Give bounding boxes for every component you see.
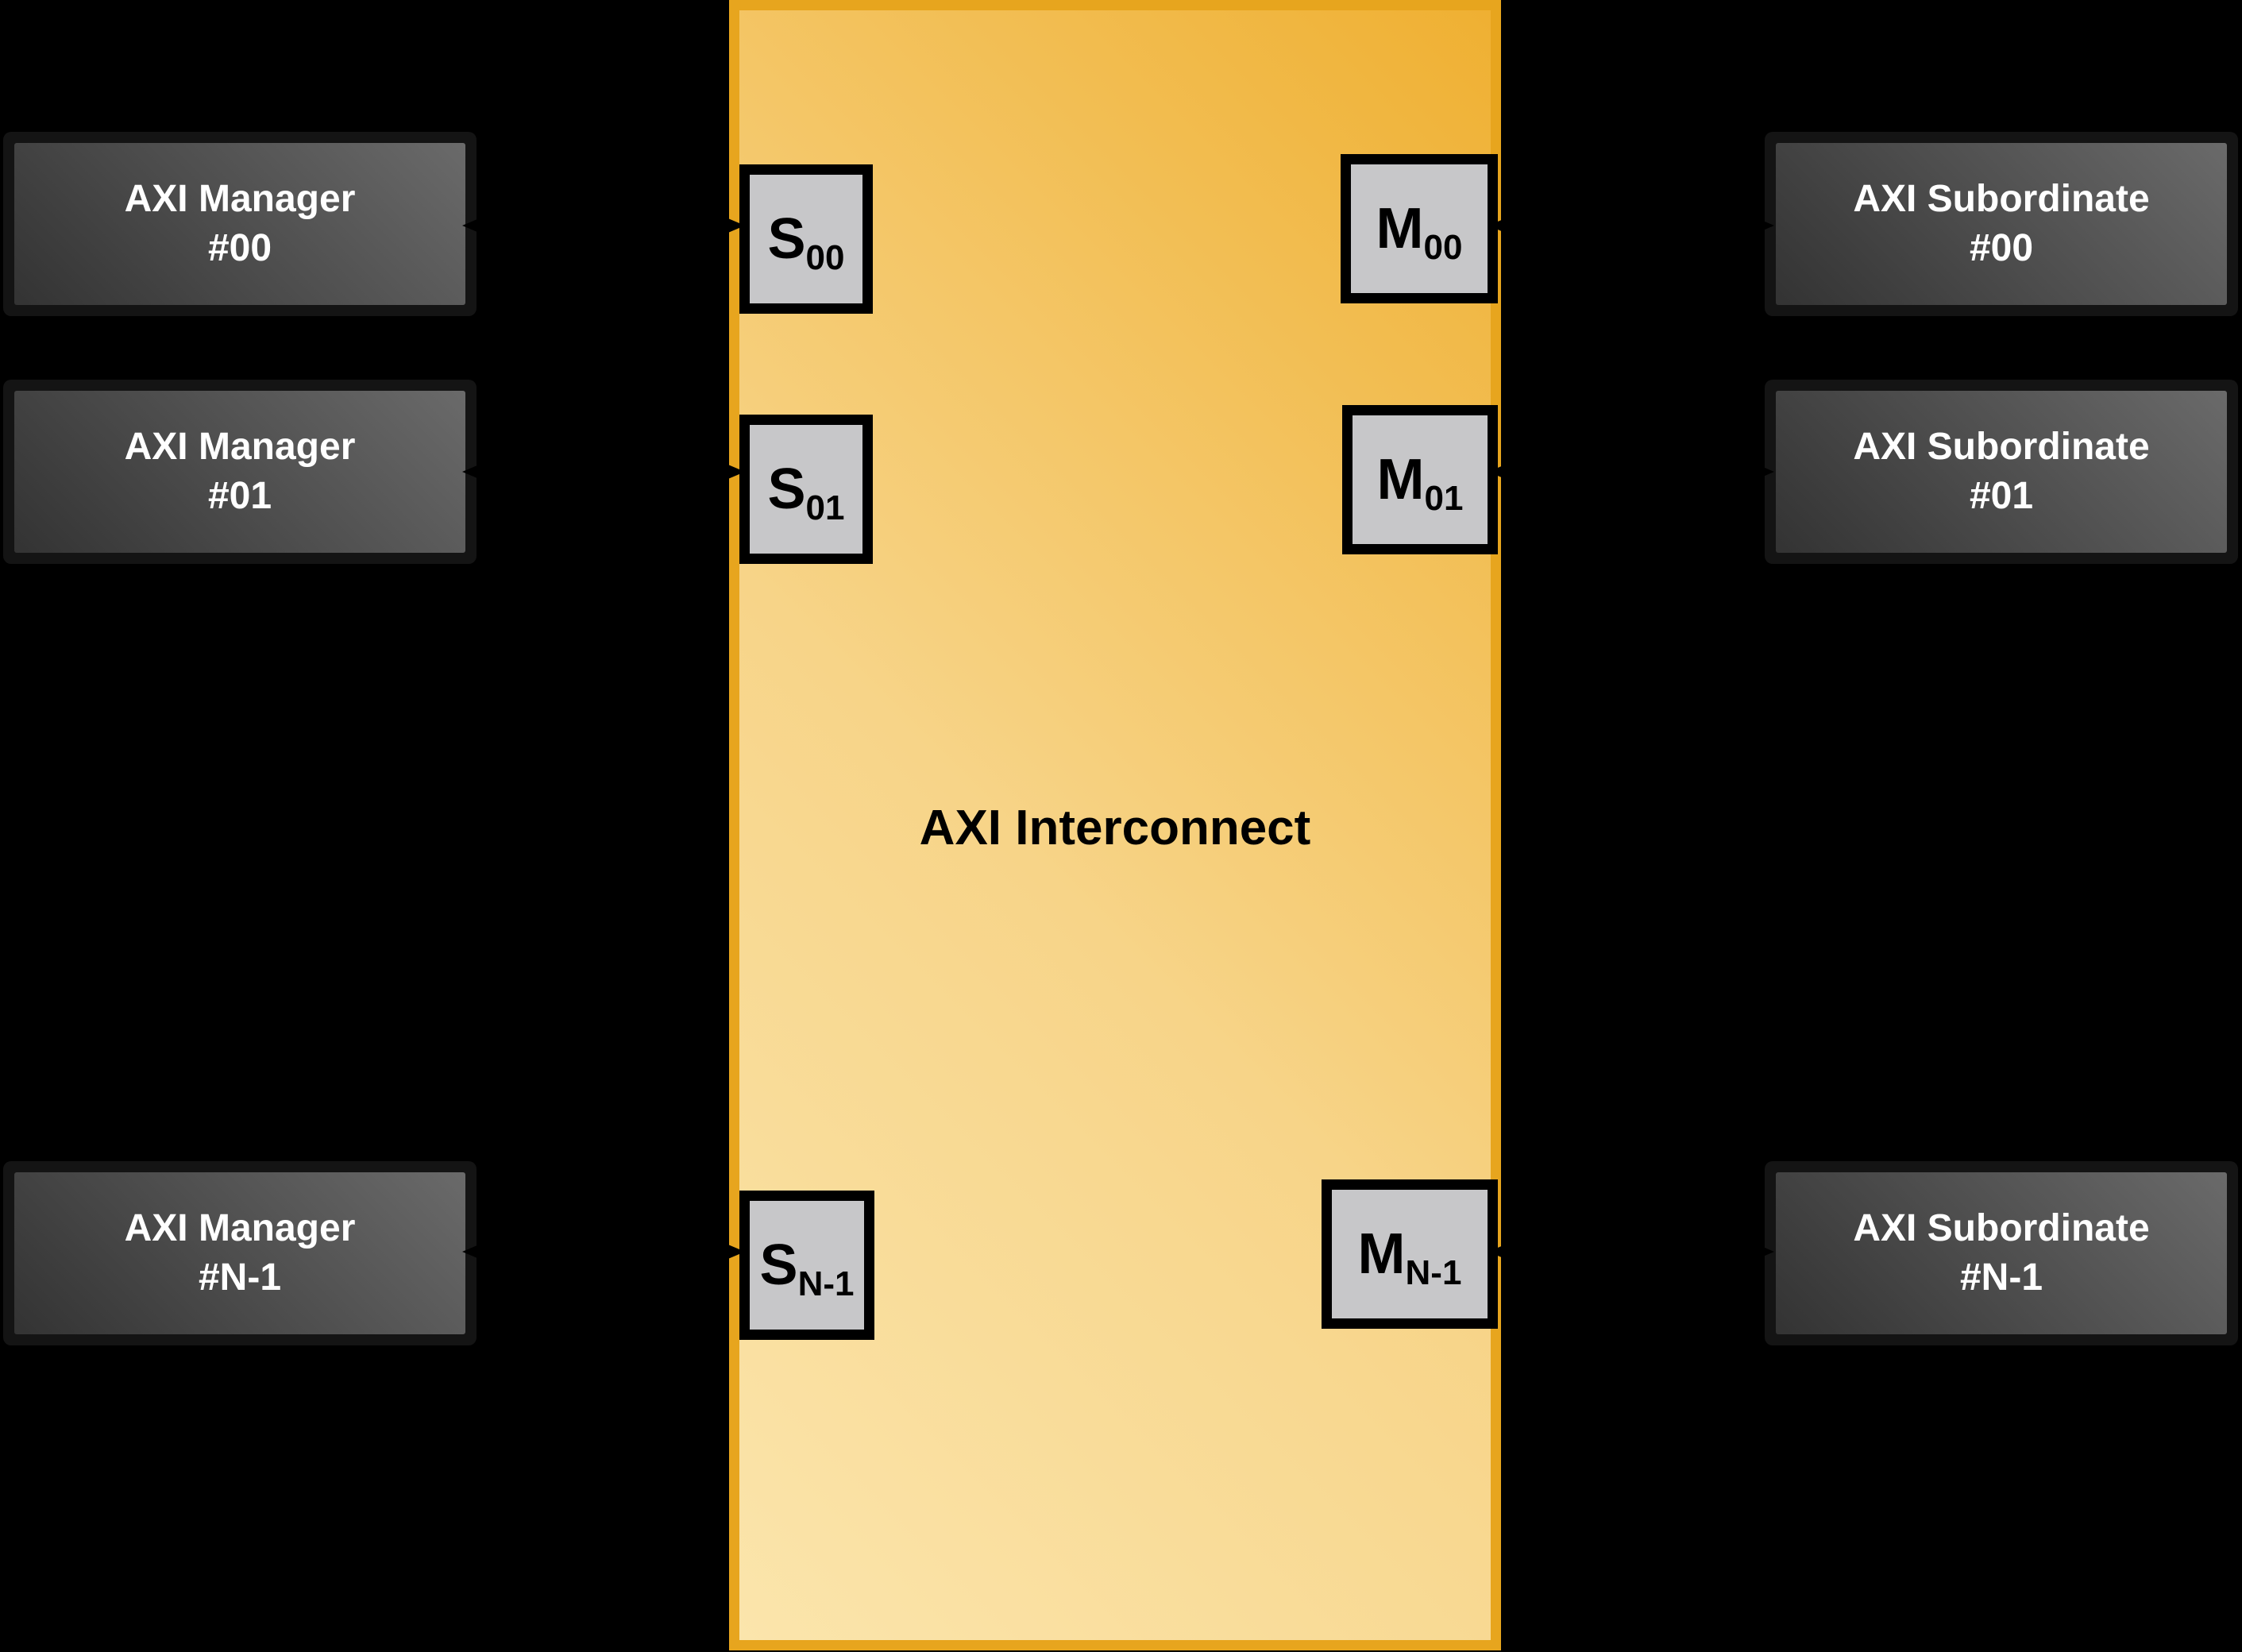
subordinate-box-00: AXI Subordinate #00 bbox=[1765, 132, 2238, 316]
subordinate-index: #01 bbox=[1969, 475, 2034, 517]
interconnect-title: AXI Interconnect bbox=[919, 800, 1311, 855]
link-arrow-subordinate-00 bbox=[1488, 217, 1774, 234]
manager-label: AXI Manager bbox=[124, 178, 356, 220]
manager-label: AXI Manager bbox=[124, 426, 356, 468]
port-letter: M bbox=[1376, 448, 1425, 511]
manager-index: #01 bbox=[207, 475, 272, 517]
link-arrow-manager-01 bbox=[462, 463, 745, 481]
port-subscript: 00 bbox=[805, 238, 845, 277]
port-letter: M bbox=[1376, 197, 1424, 261]
subordinate-label: AXI Subordinate bbox=[1853, 178, 2150, 220]
port-subscript: 00 bbox=[1423, 228, 1463, 267]
subordinate-index: #N-1 bbox=[1959, 1256, 2043, 1299]
subordinate-box-n1-inner: AXI Subordinate #N-1 bbox=[1776, 1172, 2227, 1334]
manager-box-n1: AXI Manager #N-1 bbox=[3, 1161, 477, 1345]
link-arrow-subordinate-n1 bbox=[1488, 1243, 1774, 1260]
subordinate-box-01: AXI Subordinate #01 bbox=[1765, 380, 2238, 564]
manager-index: #00 bbox=[207, 227, 272, 269]
port-subscript: 01 bbox=[1424, 479, 1464, 518]
manager-box-n1-inner: AXI Manager #N-1 bbox=[14, 1172, 465, 1334]
manager-box-01-inner: AXI Manager #01 bbox=[14, 391, 465, 553]
link-arrow-manager-n1 bbox=[462, 1243, 745, 1260]
port-letter: S bbox=[767, 457, 806, 521]
subordinate-label: AXI Subordinate bbox=[1853, 1207, 2150, 1249]
link-arrow-manager-00 bbox=[462, 217, 745, 234]
port-subscript: N-1 bbox=[797, 1264, 855, 1303]
port-subscript: N-1 bbox=[1405, 1253, 1462, 1292]
subordinate-box-n1: AXI Subordinate #N-1 bbox=[1765, 1161, 2238, 1345]
manager-box-00: AXI Manager #00 bbox=[3, 132, 477, 316]
manager-box-01: AXI Manager #01 bbox=[3, 380, 477, 564]
subordinate-label: AXI Subordinate bbox=[1853, 426, 2150, 468]
port-letter: S bbox=[759, 1233, 798, 1297]
manager-label: AXI Manager bbox=[124, 1207, 356, 1249]
port-letter: S bbox=[767, 207, 806, 271]
subordinate-index: #00 bbox=[1969, 227, 2034, 269]
subordinate-box-00-inner: AXI Subordinate #00 bbox=[1776, 143, 2227, 305]
manager-box-00-inner: AXI Manager #00 bbox=[14, 143, 465, 305]
port-subscript: 01 bbox=[805, 488, 845, 527]
link-arrow-subordinate-01 bbox=[1488, 463, 1774, 481]
subordinate-box-01-inner: AXI Subordinate #01 bbox=[1776, 391, 2227, 553]
manager-index: #N-1 bbox=[198, 1256, 282, 1299]
port-letter: M bbox=[1357, 1222, 1406, 1286]
